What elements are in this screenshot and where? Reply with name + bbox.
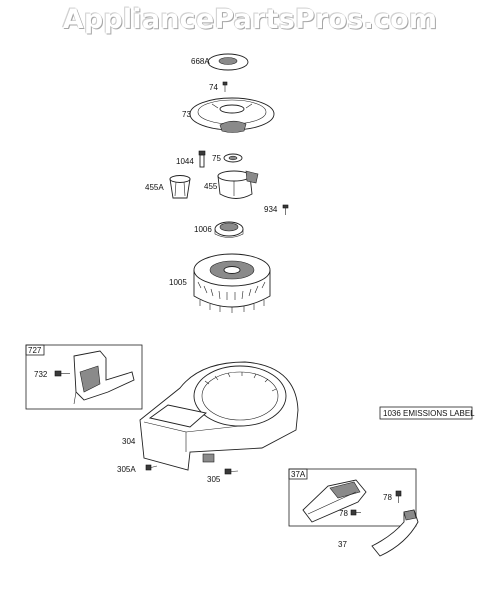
label-732: 732 xyxy=(34,370,48,379)
label-455: 455 xyxy=(204,182,218,191)
label-304: 304 xyxy=(122,437,136,446)
part-37-chute[interactable] xyxy=(371,509,419,557)
label-78-b: 78 xyxy=(339,509,348,518)
label-1006: 1006 xyxy=(194,225,212,234)
part-37a-deflector[interactable] xyxy=(302,479,367,523)
watermark-logo: AppliancePartsPros.com xyxy=(62,4,438,35)
part-78-screw-b[interactable] xyxy=(350,509,361,516)
label-37a: 37A xyxy=(291,470,306,479)
part-668a-plate[interactable] xyxy=(207,53,249,71)
label-1044: 1044 xyxy=(176,157,194,166)
part-305-screw[interactable] xyxy=(224,468,239,475)
label-78-a: 78 xyxy=(383,493,392,502)
part-1005-flywheel[interactable] xyxy=(193,253,271,313)
part-1044-bolt[interactable] xyxy=(198,150,206,168)
label-727: 727 xyxy=(28,346,42,355)
label-1005: 1005 xyxy=(169,278,187,287)
part-304-blower-housing[interactable] xyxy=(139,361,299,471)
part-1006-ratchet[interactable] xyxy=(214,221,244,238)
emissions-label-box xyxy=(379,406,473,420)
part-732-screw[interactable] xyxy=(54,370,70,377)
part-727-baffle[interactable] xyxy=(73,350,135,405)
label-668a: 668A xyxy=(191,57,210,66)
label-1036: 1036 EMISSIONS LABEL xyxy=(383,409,475,418)
label-934: 934 xyxy=(264,205,278,214)
part-75-washer[interactable] xyxy=(223,153,243,163)
inset-box-37a xyxy=(288,468,417,527)
label-455a: 455A xyxy=(145,183,164,192)
label-74: 74 xyxy=(209,83,218,92)
part-73-screen[interactable] xyxy=(189,97,275,133)
part-455a-cup[interactable] xyxy=(169,175,191,199)
label-305a: 305A xyxy=(117,465,136,474)
part-74-screw[interactable] xyxy=(222,81,228,92)
inset-box-727 xyxy=(25,344,143,410)
part-455-starter[interactable] xyxy=(217,170,259,199)
part-78-screw-a[interactable] xyxy=(395,490,402,503)
label-37: 37 xyxy=(338,540,347,549)
label-75: 75 xyxy=(212,154,221,163)
part-305a-screw[interactable] xyxy=(145,464,158,471)
label-73: 73 xyxy=(182,110,191,119)
label-305: 305 xyxy=(207,475,221,484)
part-934-screw[interactable] xyxy=(282,204,289,215)
